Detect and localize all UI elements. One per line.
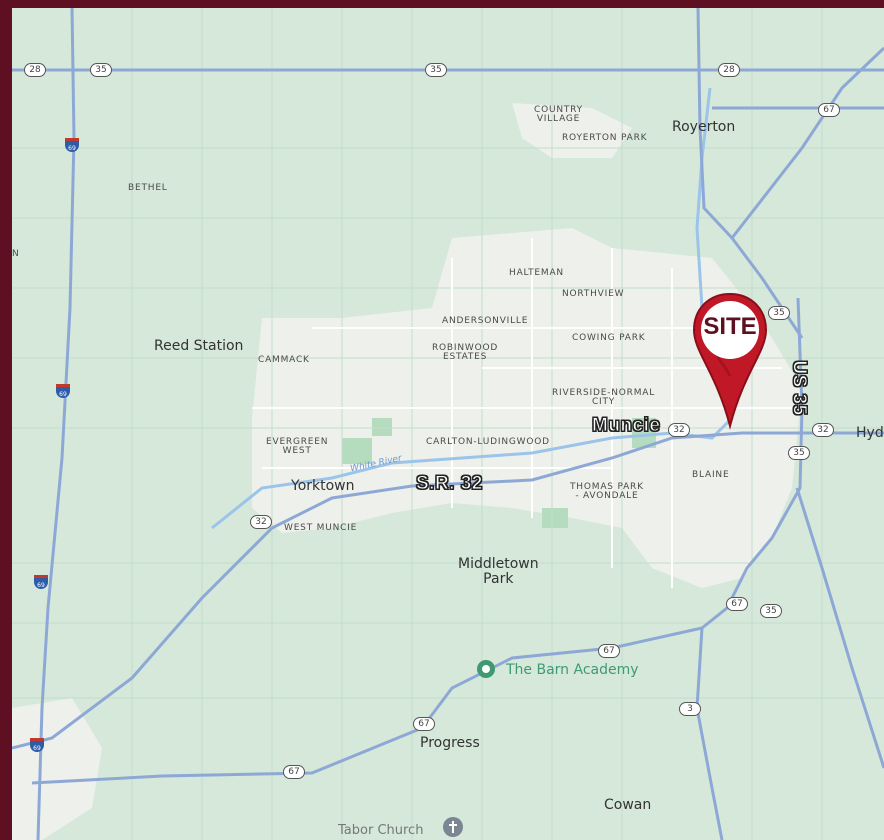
nbhd-cowing-park: COWING PARK xyxy=(572,333,646,343)
town-reed-station: Reed Station xyxy=(154,338,244,354)
route-shield-35: 35 xyxy=(788,446,810,460)
nbhd-cammack: CAMMACK xyxy=(258,355,310,365)
section-lines xyxy=(12,8,884,840)
interstate-shield-69: 69 xyxy=(34,575,48,589)
overlay-label-us35-wrap: US 35 xyxy=(784,353,814,423)
route-shield-28: 28 xyxy=(24,63,46,77)
town-progress: Progress xyxy=(420,735,480,751)
site-label: SITE xyxy=(703,313,757,340)
town-royerton: Royerton xyxy=(672,119,736,135)
nbhd-bethel: BETHEL xyxy=(128,183,168,193)
nbhd-west-muncie: WEST MUNCIE xyxy=(284,523,358,533)
nbhd-royerton-park: ROYERTON PARK xyxy=(562,133,648,143)
route-shield-35: 35 xyxy=(760,604,782,618)
interstate-shield-69: 69 xyxy=(30,738,44,752)
route-shield-67: 67 xyxy=(283,765,305,779)
town-cowan: Cowan xyxy=(604,797,652,813)
overlay-label-muncie: Muncie xyxy=(591,415,661,436)
route-shield-32: 32 xyxy=(250,515,272,529)
park-4 xyxy=(632,418,656,448)
overlay-label-us35: US 35 xyxy=(788,360,810,416)
poi-tabor-church[interactable]: Tabor Church xyxy=(338,823,424,838)
park-2 xyxy=(542,508,568,528)
park-1 xyxy=(342,438,372,464)
nbhd-halteman: HALTEMAN xyxy=(509,268,564,278)
route-shield-28: 28 xyxy=(718,63,740,77)
nbhd-country-village: COUNTRY VILLAGE xyxy=(534,105,583,125)
nbhd-carlton-ludingwood: CARLTON-LUDINGWOOD xyxy=(426,437,550,447)
town-hyd: Hyd xyxy=(856,425,884,441)
nbhd-riverside-normal-city: RIVERSIDE-NORMAL CITY xyxy=(552,388,656,408)
route-shield-35: 35 xyxy=(90,63,112,77)
town-middletown-park: Middletown Park xyxy=(458,556,539,588)
nbhd-thomas-park-avondale: THOMAS PARK - AVONDALE xyxy=(570,482,644,502)
nbhd-evergreen-west: EVERGREEN WEST xyxy=(266,437,329,457)
park-3 xyxy=(372,418,392,436)
poi-barn-academy[interactable]: The Barn Academy xyxy=(506,662,639,678)
nbhd-robinwood-estates: ROBINWOOD ESTATES xyxy=(432,343,499,363)
map-pin-icon[interactable]: SITE xyxy=(688,290,772,430)
local-roads xyxy=(252,238,792,588)
route-shield-35: 35 xyxy=(425,63,447,77)
nbhd-blaine: BLAINE xyxy=(692,470,730,480)
route-shield-3: 3 xyxy=(679,702,701,716)
nbhd-andersonville: ANDERSONVILLE xyxy=(442,316,529,326)
map-canvas[interactable]: Royerton Reed Station Yorktown Middletow… xyxy=(12,8,884,840)
town-yorktown: Yorktown xyxy=(291,478,355,494)
interstate-shield-69: 69 xyxy=(56,384,70,398)
urban-area-sw xyxy=(12,698,102,840)
route-shield-67: 67 xyxy=(598,644,620,658)
nbhd-edge-n: N xyxy=(12,249,20,259)
route-shield-32: 32 xyxy=(668,423,690,437)
route-shield-67: 67 xyxy=(818,103,840,117)
route-shield-67: 67 xyxy=(726,597,748,611)
route-shield-32: 32 xyxy=(812,423,834,437)
urban-area-royerton xyxy=(512,103,632,158)
nbhd-northview: NORTHVIEW xyxy=(562,289,625,299)
route-shield-67: 67 xyxy=(413,717,435,731)
route-shield-35: 35 xyxy=(768,306,790,320)
interstate-shield-69: 69 xyxy=(65,138,79,152)
overlay-label-sr32: S.R. 32 xyxy=(416,473,483,494)
